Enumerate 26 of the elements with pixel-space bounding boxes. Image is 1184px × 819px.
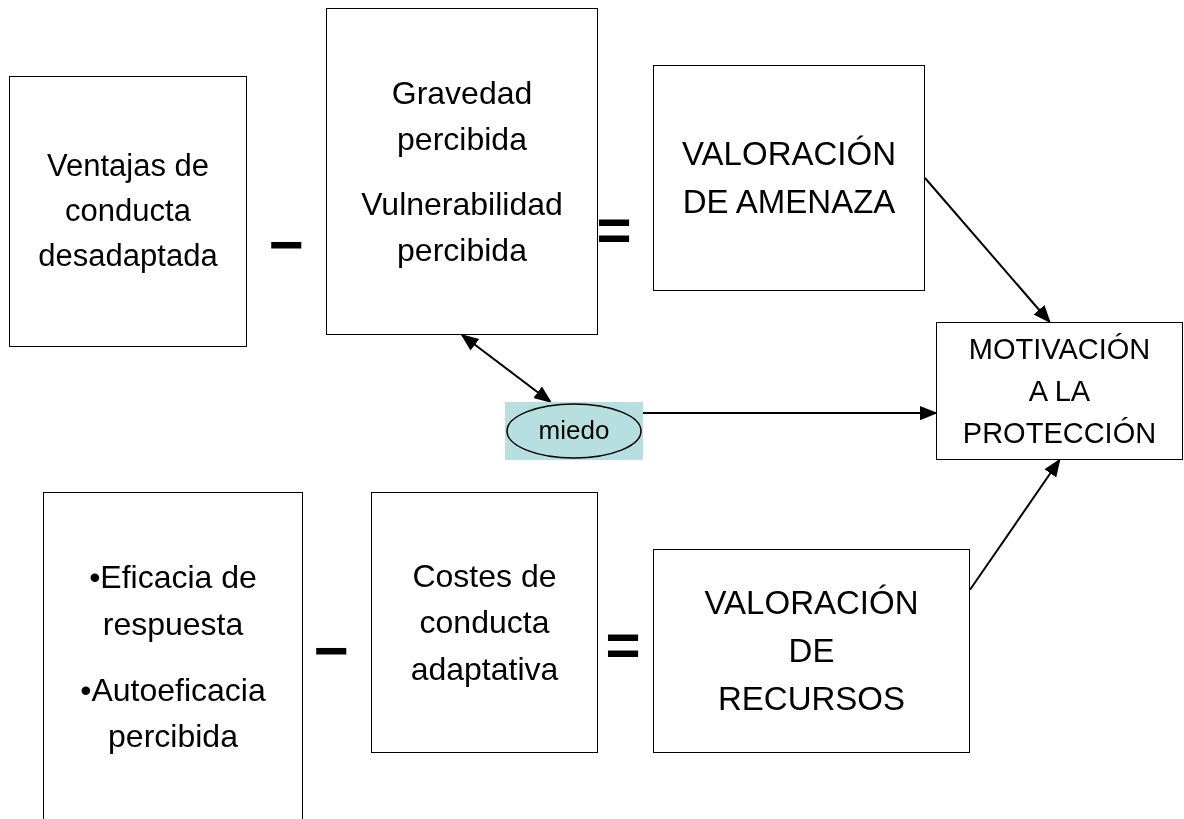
concept-text: Costes de conducta adaptativa: [409, 556, 560, 689]
arrow: [924, 177, 1051, 324]
concept-box: [43, 492, 303, 819]
concept-box: [653, 549, 970, 753]
arrow: [460, 333, 552, 404]
arrow: [642, 405, 938, 421]
concept-text: Ventajas de conducta desadaptada: [37, 147, 219, 275]
concept-text: Vulnerabilidad percibida: [360, 184, 564, 270]
concept-box: [326, 8, 598, 335]
equals-sign: =: [605, 615, 641, 675]
concept-text: VALORACIÓN DE RECURSOS: [703, 583, 920, 719]
concept-box: [936, 322, 1183, 460]
concept-text: MOTIVACIÓN A LA PROTECCIÓN: [961, 331, 1158, 451]
equals-sign: =: [596, 200, 632, 260]
minus-sign: −: [313, 621, 349, 681]
concept-text: miedo: [538, 414, 610, 448]
arrow: [969, 458, 1061, 591]
concept-box: [653, 65, 925, 291]
concept-box: [371, 492, 598, 753]
concept-box: [9, 76, 247, 347]
concept-text: •Autoeficacia percibida: [79, 671, 267, 757]
concept-text: •Eficacia de respuesta: [88, 558, 258, 644]
minus-sign: −: [268, 215, 304, 275]
emotion-label-ellipse: [505, 402, 643, 460]
concept-text: Gravedad percibida: [390, 73, 534, 160]
concept-text: VALORACIÓN DE AMENAZA: [682, 134, 896, 222]
